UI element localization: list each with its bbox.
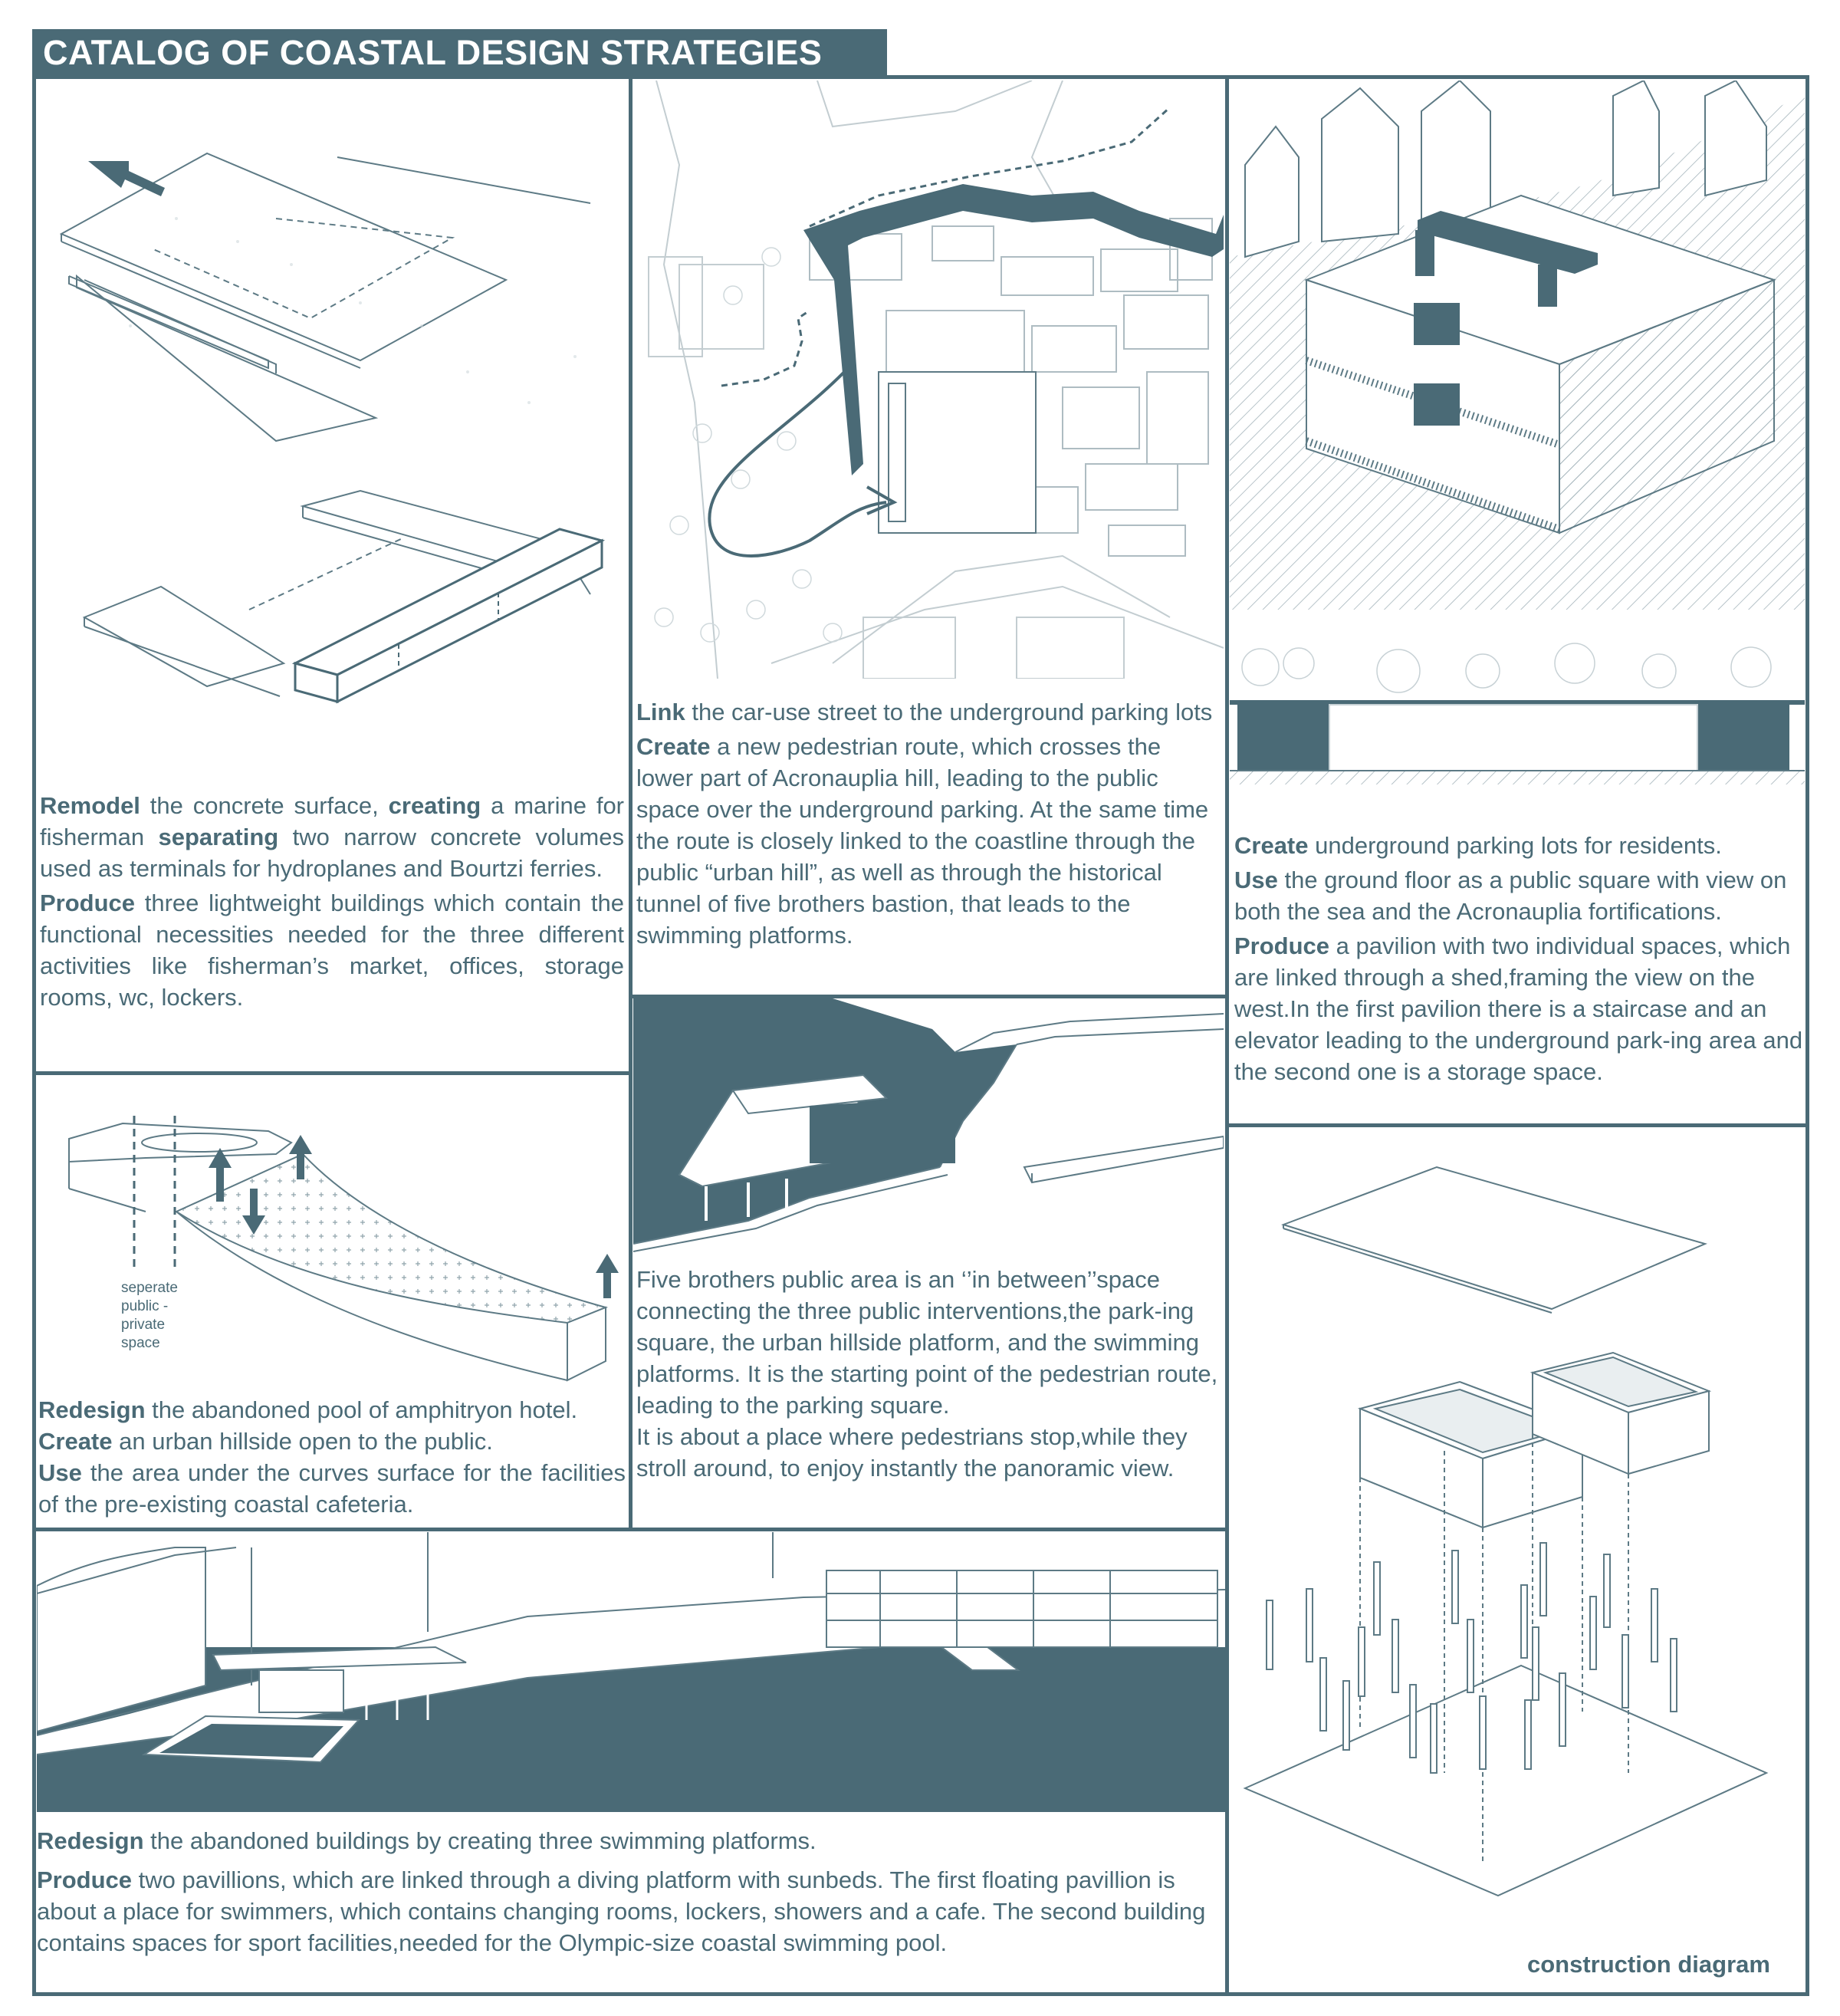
divider xyxy=(629,75,632,1531)
marina-axonometric-diagram xyxy=(38,81,627,755)
swimming-platforms-description: Redesign the abandoned buildings by crea… xyxy=(37,1827,1206,1956)
urban-hillside-diagram xyxy=(38,1077,627,1384)
public-private-annotation: seperate public - private space xyxy=(121,1280,178,1351)
hillside-description: Redesign the abandoned pool of amphitryo… xyxy=(38,1396,626,1518)
five-brothers-perspective xyxy=(633,998,1224,1263)
swimming-platforms-perspective xyxy=(37,1532,1225,1812)
construction-diagram-label: construction diagram xyxy=(1527,1951,1770,1978)
catalog-frame xyxy=(32,75,1809,1996)
divider xyxy=(629,995,1229,998)
parking-route-description: Link the car-use street to the undergrou… xyxy=(636,699,1213,949)
construction-exploded-diagram xyxy=(1230,1129,1805,1965)
divider xyxy=(1225,1123,1809,1127)
underground-parking-description: Create underground parking lots for resi… xyxy=(1234,832,1803,1085)
marina-description: Remodel the concrete surface, creating a… xyxy=(40,792,625,1011)
five-brothers-description: Five brothers public area is an ‘’in bet… xyxy=(636,1266,1218,1482)
divider xyxy=(32,1071,632,1075)
divider xyxy=(32,1528,1229,1531)
underground-parking-section-diagram xyxy=(1230,81,1805,786)
site-plan-route-diagram xyxy=(633,81,1224,679)
divider xyxy=(1225,75,1229,1996)
page-title: CATALOG OF COASTAL DESIGN STRATEGIES xyxy=(32,29,887,77)
